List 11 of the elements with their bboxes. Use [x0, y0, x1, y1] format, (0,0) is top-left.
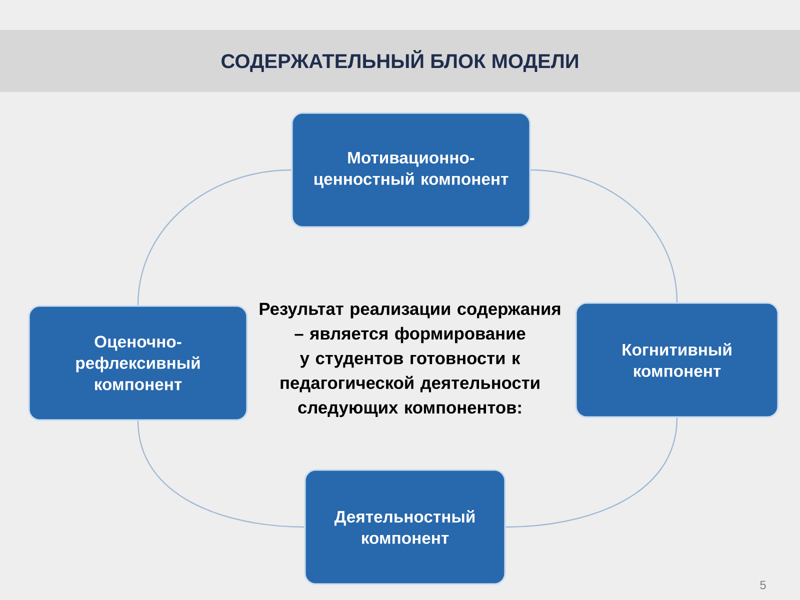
component-box: Деятельностный компонент	[304, 469, 506, 585]
connector-arc	[137, 169, 292, 306]
title-banner: СОДЕРЖАТЕЛЬНЫЙ БЛОК МОДЕЛИ	[0, 30, 800, 92]
result-text: Результат реализации содержания – является формирование у студентов готовности к педагогической деятельности следующих компонентов:	[260, 302, 560, 418]
connector-arc	[530, 169, 678, 302]
component-box: Когнитивный компонент	[575, 302, 779, 418]
page-number: 5	[760, 580, 766, 590]
connector-arc	[506, 418, 678, 528]
component-box: Оценочно-рефлексивный компонент	[28, 305, 248, 421]
connector-arc	[137, 420, 304, 528]
component-box: Мотивационно-ценностный компонент	[291, 112, 531, 228]
